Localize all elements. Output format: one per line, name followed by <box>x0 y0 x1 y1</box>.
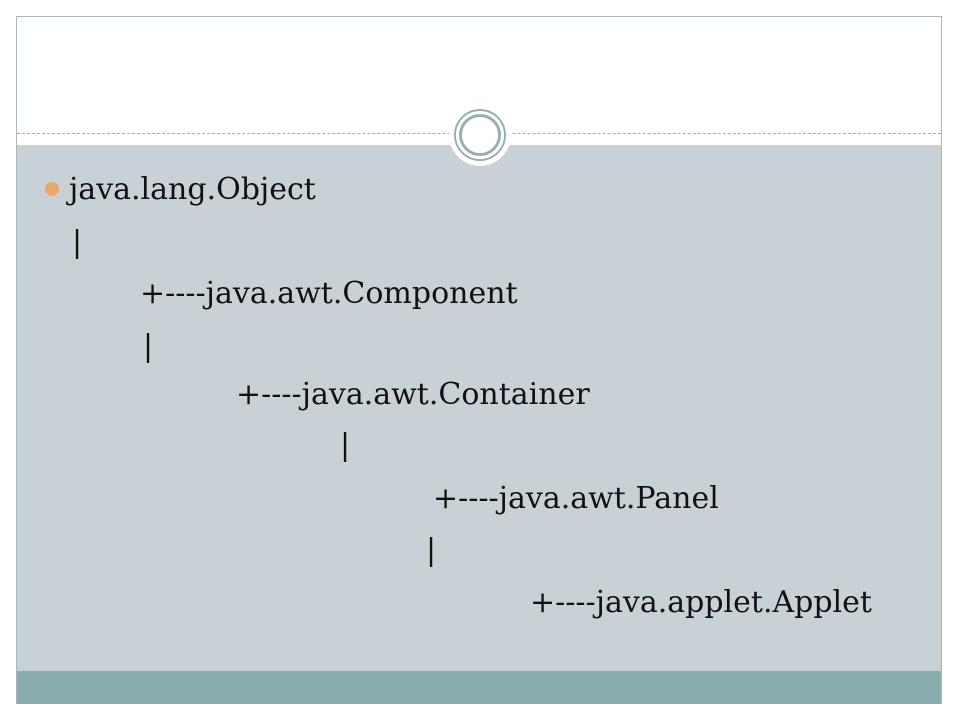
tree-connector: | <box>72 225 83 260</box>
outer-ring <box>454 109 506 161</box>
tree-line-object: java.lang.Object <box>69 172 316 207</box>
circle-ornament-icon <box>449 104 511 166</box>
tree-line-container: +----java.awt.Container <box>236 377 590 412</box>
content-panel <box>17 145 941 671</box>
tree-connector: | <box>426 533 437 568</box>
tree-connector: | <box>143 329 154 364</box>
tree-line-applet: +----java.applet.Applet <box>530 585 872 620</box>
footer-band <box>17 671 941 704</box>
tree-connector: | <box>340 428 351 463</box>
inner-ring <box>459 114 501 156</box>
tree-line-panel: +----java.awt.Panel <box>433 481 719 516</box>
tree-line-component: +----java.awt.Component <box>140 276 518 311</box>
bullet-icon <box>45 182 59 196</box>
